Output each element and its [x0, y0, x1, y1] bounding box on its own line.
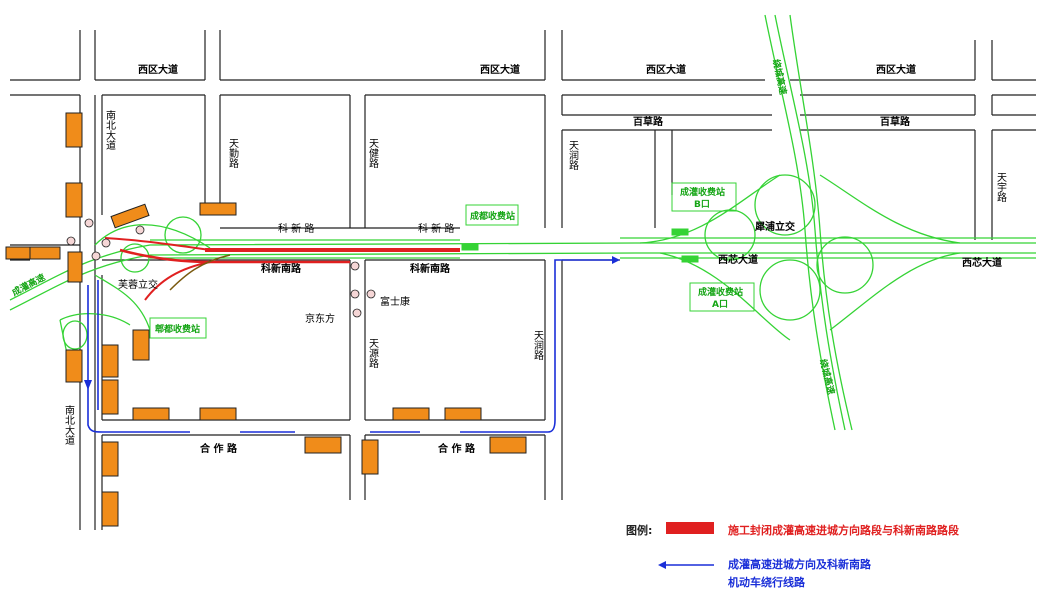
road-label-xixin-2: 西芯大道: [962, 256, 1002, 269]
legend-detour-text-1: 成灌高速进城方向及科新南路: [728, 557, 872, 571]
legend-closure-swatch: [666, 522, 714, 534]
traffic-signs: [5, 112, 527, 527]
road-label-xixin-1: 西芯大道: [718, 253, 758, 266]
toll-label-chengguan-b: 成灌收费站: [680, 186, 725, 198]
expressway-label-raocheng-top: 绕城高速: [770, 58, 789, 96]
legend-closure-text: 施工封闭成灌高速进城方向路段与科新南路路段: [728, 523, 959, 537]
toll-boxes: [149, 182, 755, 339]
road-label-baicao-2: 百草路: [880, 115, 911, 128]
road-label-tianyuan: 天源路: [367, 338, 379, 369]
detour-arrows: [84, 256, 620, 390]
road-label-kexin-2: 科 新 路: [418, 222, 454, 235]
detour-route: [87, 259, 612, 433]
expressway-network: [9, 14, 1036, 431]
place-label-jingdongfang: 京东方: [305, 312, 335, 325]
toll-label-chengdu: 成都收费站: [470, 210, 515, 222]
legend-detour-text-2: 机动车绕行线路: [728, 575, 806, 589]
road-label-baicao-1: 百草路: [633, 115, 664, 128]
round-signs: [66, 218, 376, 318]
closure-segment: [104, 237, 460, 301]
legend-detour-arrow: [658, 561, 666, 569]
toll-label-pidu: 郫都收费站: [155, 323, 200, 335]
road-label-tianjian: 天健路: [367, 138, 379, 169]
road-label-hezuo-1: 合 作 路: [199, 442, 238, 455]
road-label-xiqu-4: 西区大道: [876, 63, 916, 76]
road-label-xiqu-2: 西区大道: [480, 63, 520, 76]
road-label-xiqu-3: 西区大道: [646, 63, 686, 76]
road-label-kexinnan-1: 科新南路: [261, 262, 302, 275]
road-label-tianyu: 天宇路: [995, 172, 1007, 203]
place-label-xipu: 犀浦立交: [754, 220, 795, 233]
legend: 图例: 施工封闭成灌高速进城方向路段与科新南路路段 成灌高速进城方向及科新南路 …: [626, 522, 959, 589]
road-label-nanbei-top: 南北大道: [104, 109, 116, 150]
road-label-tianrun-mid: 天润路: [532, 330, 544, 361]
toll-port-a: A口: [712, 299, 728, 310]
road-label-tianrun-top: 天润路: [567, 140, 579, 171]
place-label-furong: 芙蓉立交: [118, 278, 158, 291]
legend-title: 图例:: [626, 523, 652, 537]
road-label-nanbei-bottom: 南北大道: [63, 404, 75, 445]
road-label-hezuo-2: 合 作 路: [437, 442, 476, 455]
toll-port-b: B口: [694, 199, 710, 210]
road-label-kexinnan-2: 科新南路: [410, 262, 451, 275]
road-label-kexin-1: 科 新 路: [278, 222, 314, 235]
road-label-xiqu-1: 西区大道: [138, 63, 178, 76]
toll-label-chengguan-a: 成灌收费站: [698, 286, 743, 298]
road-grid: [10, 30, 1036, 530]
place-label-fushikang: 富士康: [380, 295, 410, 308]
road-label-tianqin: 天勤路: [227, 138, 239, 169]
